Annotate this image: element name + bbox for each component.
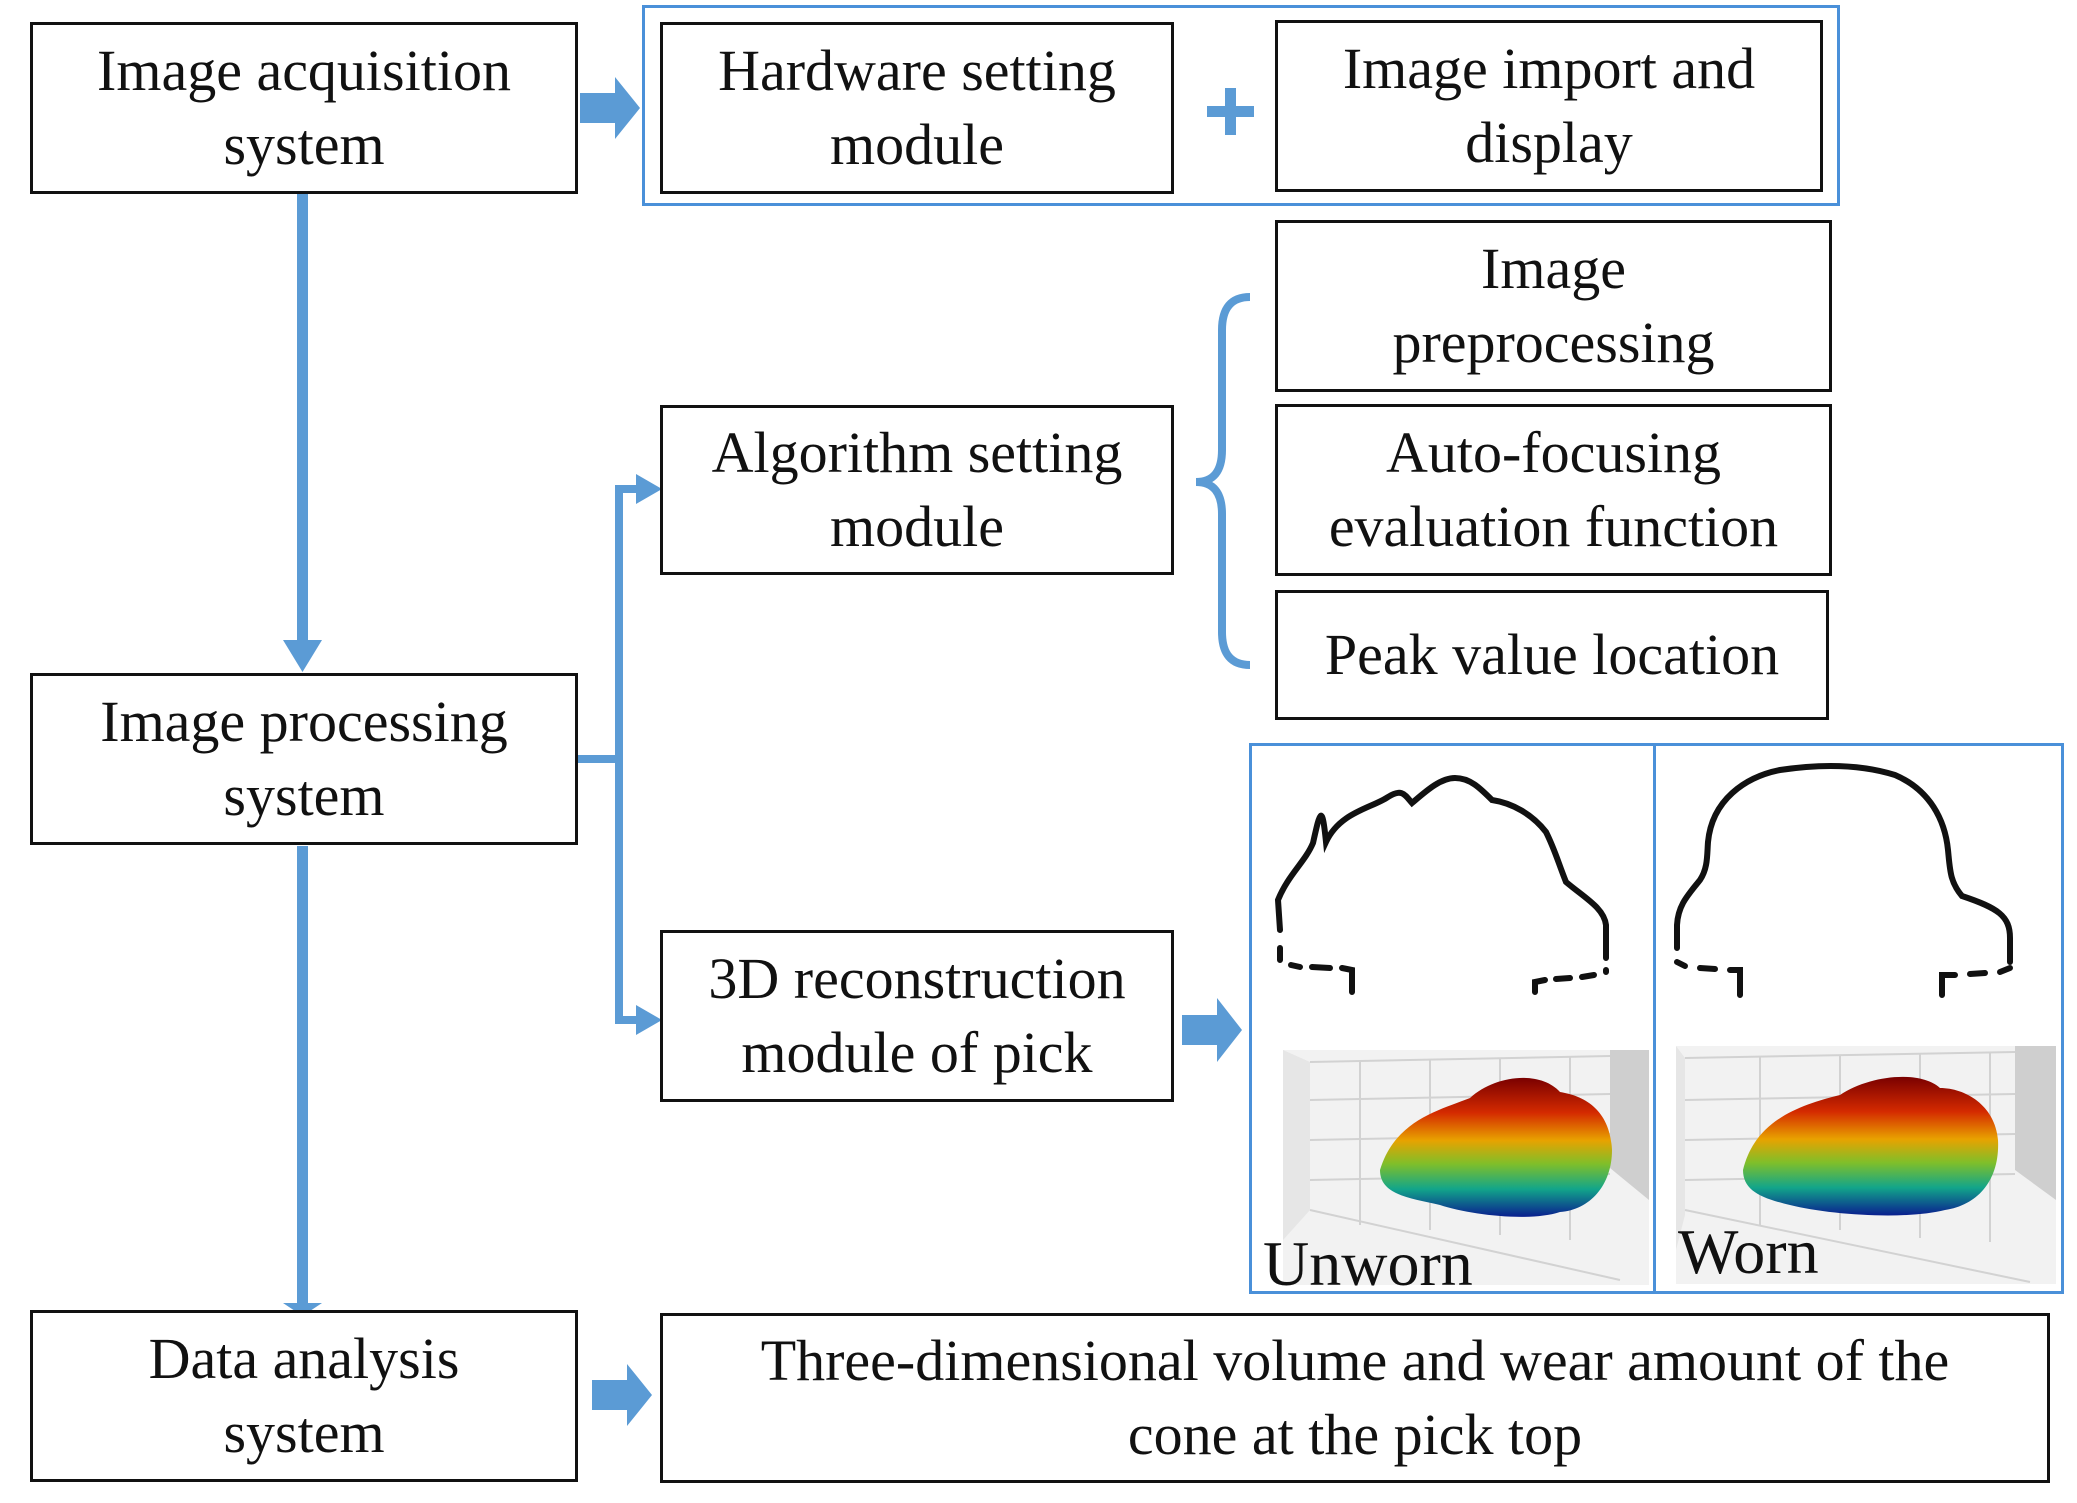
- image-processing-system-label: Image processing system: [100, 688, 508, 828]
- arrow-analysis-to-result: [592, 1364, 652, 1426]
- branch-processing-to-modules: [577, 485, 640, 1024]
- unworn-3d-plot: [1283, 1050, 1649, 1285]
- wear-result-label: Three-dimensional volume and wear amount…: [760, 1327, 1950, 1467]
- algorithm-setting-module-box: Algorithm setting module: [660, 405, 1174, 575]
- plus-icon: [1207, 88, 1254, 135]
- image-preprocessing-label: Image preprocessing: [1392, 235, 1715, 375]
- 3d-reconstruction-module-label: 3D reconstruction module of pick: [708, 945, 1126, 1085]
- image-acquisition-system-box: Image acquisition system: [30, 22, 578, 194]
- panel-divider: [1653, 746, 1656, 1291]
- image-acquisition-system-label: Image acquisition system: [97, 37, 511, 177]
- unworn-caption: Unworn: [1263, 1228, 1473, 1299]
- hardware-setting-module-label: Hardware setting module: [718, 37, 1116, 177]
- worn-profile-outline: [1674, 763, 2013, 998]
- hardware-setting-module-box: Hardware setting module: [660, 22, 1174, 194]
- input-module-group: [642, 5, 1840, 206]
- auto-focusing-evaluation-label: Auto-focusing evaluation function: [1328, 419, 1779, 559]
- peak-value-location-box: Peak value location: [1275, 590, 1829, 720]
- arrowhead-to-reconstruction: [636, 1005, 662, 1035]
- 3d-reconstruction-module-box: 3D reconstruction module of pick: [660, 930, 1174, 1102]
- data-analysis-system-box: Data analysis system: [30, 1310, 578, 1482]
- arrow-acquisition-to-hardware: [580, 77, 640, 139]
- data-analysis-system-label: Data analysis system: [148, 1325, 460, 1465]
- brace-icon: [1195, 293, 1251, 669]
- image-import-display-label: Image import and display: [1342, 35, 1756, 175]
- arrowhead-to-algorithm: [636, 474, 662, 504]
- arrow-reconstruction-to-panels: [1182, 998, 1242, 1062]
- unworn-profile-outline: [1274, 774, 1609, 995]
- image-processing-system-box: Image processing system: [30, 673, 578, 845]
- wear-result-box: Three-dimensional volume and wear amount…: [660, 1313, 2050, 1483]
- image-preprocessing-box: Image preprocessing: [1275, 220, 1832, 392]
- worn-caption: Worn: [1678, 1216, 1819, 1287]
- pick-reconstruction-panel-group: [1249, 743, 2064, 1294]
- algorithm-setting-module-label: Algorithm setting module: [711, 419, 1123, 559]
- arrow-acquisition-to-processing: [283, 193, 322, 672]
- worn-3d-plot: [1676, 1046, 2056, 1284]
- auto-focusing-evaluation-box: Auto-focusing evaluation function: [1275, 404, 1832, 576]
- arrow-processing-to-analysis: [283, 846, 322, 1316]
- image-import-display-box: Image import and display: [1275, 20, 1823, 192]
- peak-value-location-label: Peak value location: [1324, 621, 1780, 687]
